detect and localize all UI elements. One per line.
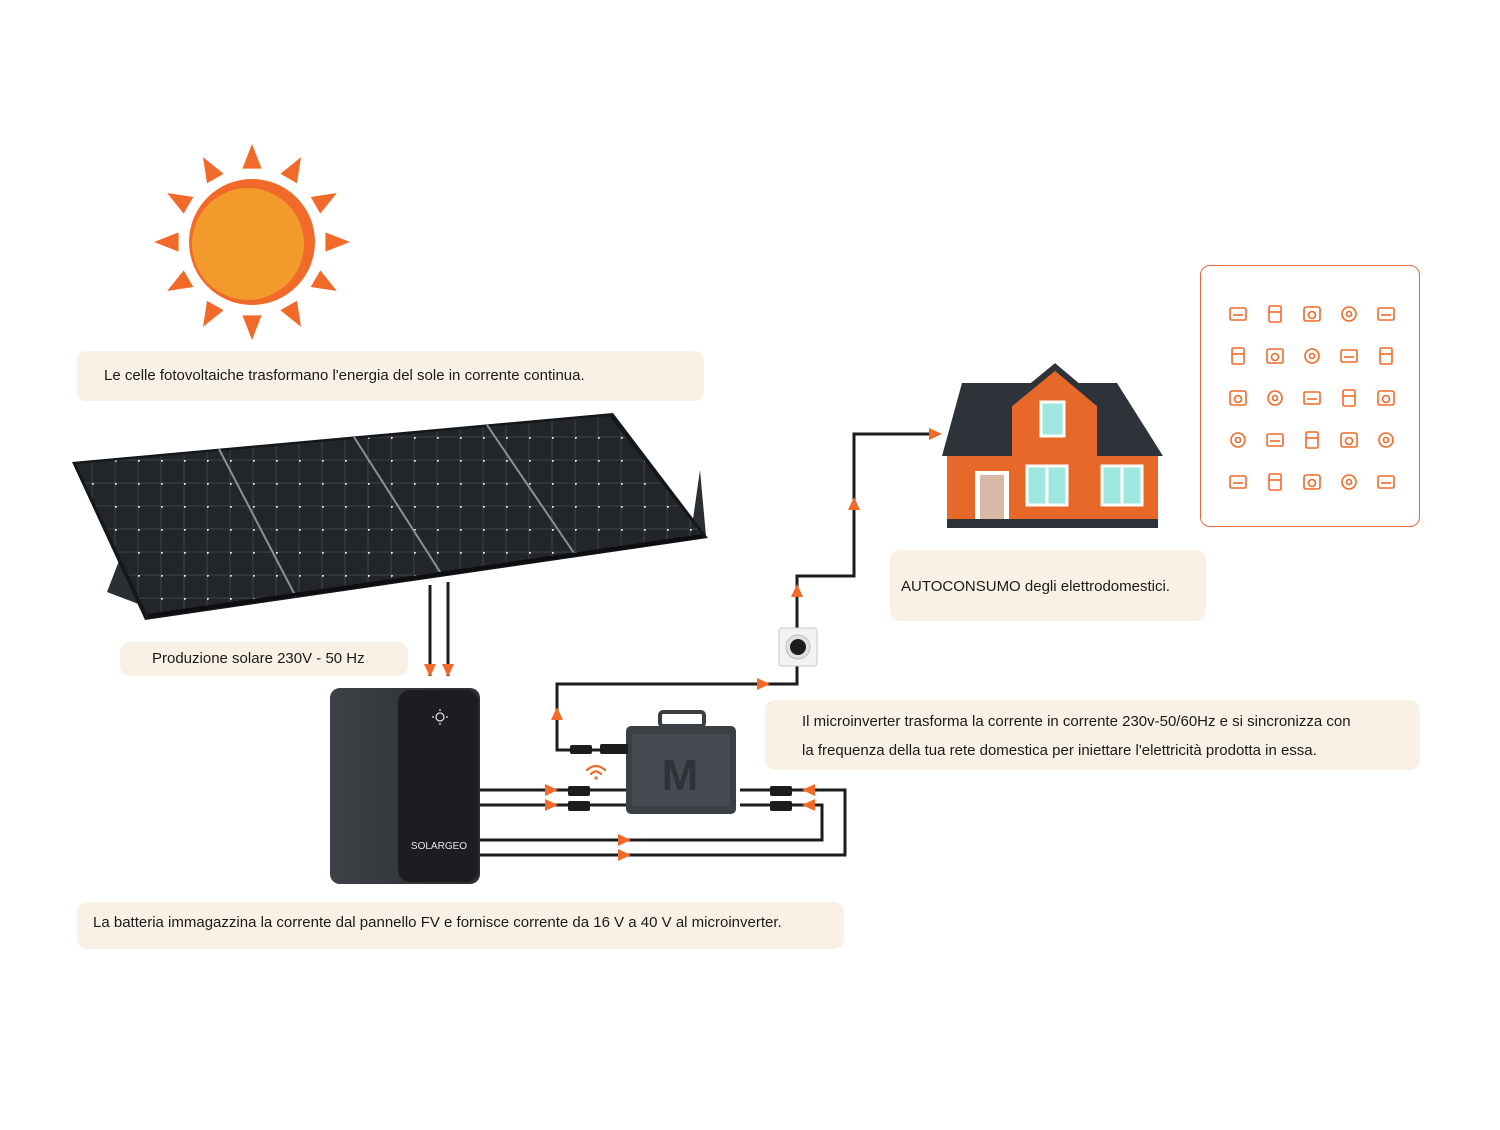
sun-disk — [192, 188, 304, 300]
inverter-fins — [632, 734, 730, 806]
router-icon — [1231, 347, 1245, 365]
appliance-grid — [1229, 305, 1395, 491]
arrow-right-icon — [929, 428, 942, 440]
sun-rays — [154, 144, 350, 340]
treadmill-icon — [1266, 433, 1284, 447]
refrigerator-icon — [1342, 389, 1356, 407]
panel-divider — [486, 424, 577, 557]
sun-ray — [280, 300, 301, 327]
flow-arrows — [424, 428, 942, 861]
battery: SOLARGEO — [330, 688, 480, 884]
kettle-icon — [1378, 432, 1394, 448]
arrow-right-icon — [545, 784, 558, 796]
sun-ray — [242, 315, 262, 340]
arrow-up-icon — [551, 707, 563, 720]
arrow-up-icon — [791, 584, 803, 597]
appliances-panel — [1200, 265, 1420, 527]
caption-battery: La batteria immagazzina la corrente dal … — [77, 902, 844, 949]
caption-text: Le celle fotovoltaiche trasformano l'ene… — [104, 367, 585, 384]
sun-ray — [310, 270, 337, 291]
hotplate-icon — [1303, 391, 1321, 405]
sun-ray — [325, 232, 350, 252]
dc-connector — [770, 786, 792, 796]
arrow-left-icon — [802, 799, 815, 811]
oven-icon — [1377, 475, 1395, 489]
ac-connector — [600, 744, 628, 754]
house-door — [980, 475, 1004, 519]
air-conditioner-icon — [1229, 307, 1247, 321]
arrow-up-icon — [848, 497, 860, 510]
sun-ray — [310, 193, 337, 214]
sun-ray — [203, 300, 224, 327]
dormer-roof — [1008, 363, 1101, 407]
arrow-right-icon — [545, 799, 558, 811]
iron-icon — [1340, 432, 1358, 448]
caption-text: Produzione solare 230V - 50 Hz — [152, 650, 365, 667]
sun-ray — [242, 144, 262, 169]
sun-ray — [280, 157, 301, 184]
dc-connector — [568, 801, 590, 811]
caption-text: AUTOCONSUMO degli elettrodomestici. — [901, 578, 1170, 595]
house-base — [947, 519, 1158, 528]
remote-icon — [1377, 307, 1395, 321]
dc-connector — [568, 786, 590, 796]
caption-text: Il microinverter trasforma la corrente i… — [802, 713, 1351, 730]
smartwatch-icon — [1230, 432, 1246, 448]
blender-icon — [1341, 474, 1357, 490]
microinverter: M — [568, 710, 792, 814]
fan-icon — [1340, 349, 1358, 363]
panel-edge — [147, 534, 704, 618]
tv-icon — [1377, 390, 1395, 406]
arrow-right-icon — [618, 834, 631, 846]
panel-divider — [353, 436, 443, 576]
sun-ray — [203, 157, 224, 184]
arrow-down-icon — [424, 664, 436, 677]
battery-front — [398, 690, 478, 882]
panel-divider — [218, 448, 297, 598]
sun-logo-icon — [432, 709, 448, 725]
lamp-icon — [1267, 390, 1283, 406]
battery-brand: SOLARGEO — [411, 841, 467, 852]
washing-machine-icon — [1379, 347, 1393, 365]
arrow-down-icon — [442, 664, 454, 677]
rice-cooker-icon — [1229, 390, 1247, 406]
sun-ray — [167, 193, 194, 214]
caption-solar-cells: Le celle fotovoltaiche trasformano l'ene… — [77, 351, 704, 401]
panel-cells — [76, 416, 703, 616]
fridge-icon — [1268, 305, 1282, 323]
radiator-icon — [1341, 306, 1357, 322]
kitchen-robot-icon — [1303, 306, 1321, 322]
sun-icon — [154, 144, 350, 340]
arrow-right-icon — [618, 849, 631, 861]
freezer-icon — [1303, 474, 1321, 490]
microwave-icon — [1304, 348, 1320, 364]
dishwasher-icon — [1268, 473, 1282, 491]
wall-socket-icon — [778, 627, 818, 667]
solar-panel — [72, 413, 708, 620]
inverter-handle — [658, 710, 706, 728]
wifi-icon — [585, 764, 607, 780]
dc-cable-4 — [478, 788, 847, 857]
ac-plug — [570, 745, 592, 754]
arrow-left-icon — [802, 784, 815, 796]
caption-self-consumption: AUTOCONSUMO degli elettrodomestici. — [890, 550, 1206, 621]
caption-solar-production: Produzione solare 230V - 50 Hz — [120, 642, 408, 676]
dc-connector — [770, 801, 792, 811]
caption-text: la frequenza della tua rete domestica pe… — [802, 742, 1317, 759]
sun-ray — [154, 232, 179, 252]
arrow-right-icon — [757, 678, 770, 690]
ac-unit-icon — [1305, 431, 1319, 449]
house-window — [1039, 400, 1066, 438]
curtain-icon — [1229, 475, 1247, 489]
house-icon — [942, 363, 1163, 528]
sun-ray — [167, 270, 194, 291]
toaster-icon — [1266, 348, 1284, 364]
caption-microinverter: Il microinverter trasforma la corrente i… — [765, 700, 1420, 770]
caption-text: La batteria immagazzina la corrente dal … — [93, 914, 782, 931]
inverter-logo: M — [662, 751, 699, 800]
